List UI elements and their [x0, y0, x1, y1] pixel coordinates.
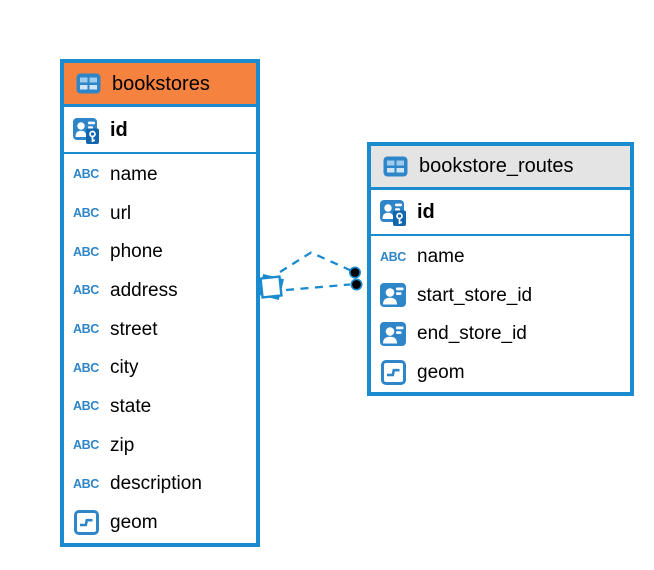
- geometry-type-icon: [71, 510, 101, 536]
- column-row[interactable]: geom: [64, 503, 256, 542]
- text-type-icon-glyph: ABC: [73, 476, 99, 492]
- relationship-line-lower: [285, 283, 351, 292]
- text-type-icon-glyph: ABC: [73, 166, 99, 182]
- text-type-icon-glyph: ABC: [73, 321, 99, 337]
- column-row[interactable]: ABC street: [64, 309, 256, 349]
- text-type-icon-glyph: ABC: [73, 360, 99, 376]
- table-title: bookstores: [112, 72, 210, 95]
- column-label: address: [110, 279, 178, 301]
- table-title: bookstore_routes: [419, 155, 574, 178]
- reference-type-icon: [378, 283, 408, 308]
- table-icon: [73, 73, 103, 94]
- text-type-icon-glyph: ABC: [73, 437, 99, 453]
- text-type-icon: ABC: [71, 244, 101, 260]
- text-type-icon: ABC: [71, 399, 101, 414]
- column-row[interactable]: start_store_id: [371, 275, 630, 315]
- text-type-icon-glyph: ABC: [73, 399, 99, 414]
- column-label: end_store_id: [417, 323, 527, 345]
- column-row[interactable]: end_store_id: [371, 314, 630, 354]
- column-row[interactable]: ABC description: [64, 464, 256, 504]
- column-row[interactable]: ABC city: [64, 348, 256, 388]
- column-label: start_store_id: [417, 284, 533, 306]
- table-bookstore-routes[interactable]: bookstore_routes id ABC name start_store_i…: [367, 142, 634, 396]
- relationship-diamond-marker[interactable]: [258, 274, 284, 300]
- primary-key-label: id: [110, 118, 128, 141]
- reference-type-icon: [378, 321, 408, 346]
- column-row[interactable]: ABC phone: [64, 232, 256, 272]
- column-row[interactable]: ABC name: [371, 237, 630, 276]
- text-type-icon: ABC: [71, 166, 101, 182]
- primary-key-icon: [378, 195, 408, 228]
- primary-key-label: id: [417, 200, 435, 223]
- column-row[interactable]: ABC zip: [64, 425, 256, 465]
- column-label: phone: [110, 241, 163, 263]
- column-label: name: [417, 246, 465, 268]
- primary-key-row[interactable]: id: [371, 189, 630, 237]
- text-type-icon-glyph: ABC: [73, 205, 99, 221]
- column-label: geom: [417, 362, 465, 384]
- column-label: name: [110, 163, 158, 185]
- column-row[interactable]: ABC url: [64, 193, 256, 233]
- column-label: city: [110, 357, 139, 379]
- table-header[interactable]: bookstores: [64, 63, 256, 107]
- geometry-type-icon: [378, 360, 408, 386]
- column-row[interactable]: ABC address: [64, 271, 256, 310]
- text-type-icon: ABC: [71, 476, 101, 492]
- column-label: street: [110, 318, 158, 340]
- table-icon: [380, 156, 410, 177]
- column-label: geom: [110, 512, 158, 534]
- text-type-icon: ABC: [71, 321, 101, 337]
- primary-key-row[interactable]: id: [64, 107, 256, 154]
- column-label: url: [110, 202, 132, 224]
- primary-key-icon: [71, 113, 101, 146]
- column-row[interactable]: ABC name: [64, 155, 256, 194]
- column-row[interactable]: ABC state: [64, 387, 256, 426]
- column-label: description: [110, 473, 202, 495]
- relationship-group[interactable]: [258, 251, 363, 300]
- column-label: zip: [110, 434, 135, 456]
- text-type-icon: ABC: [71, 283, 101, 298]
- column-row[interactable]: geom: [371, 353, 630, 392]
- text-type-icon-glyph: ABC: [73, 244, 99, 260]
- text-type-icon-glyph: ABC: [380, 249, 406, 264]
- relationship-dot-markers[interactable]: [348, 266, 363, 291]
- text-type-icon-glyph: ABC: [73, 283, 99, 298]
- relationship-line-upper: [279, 251, 353, 273]
- text-type-icon: ABC: [378, 249, 408, 264]
- text-type-icon: ABC: [71, 437, 101, 453]
- column-label: state: [110, 395, 152, 417]
- table-header[interactable]: bookstore_routes: [371, 146, 630, 190]
- text-type-icon: ABC: [71, 360, 101, 376]
- text-type-icon: ABC: [71, 205, 101, 221]
